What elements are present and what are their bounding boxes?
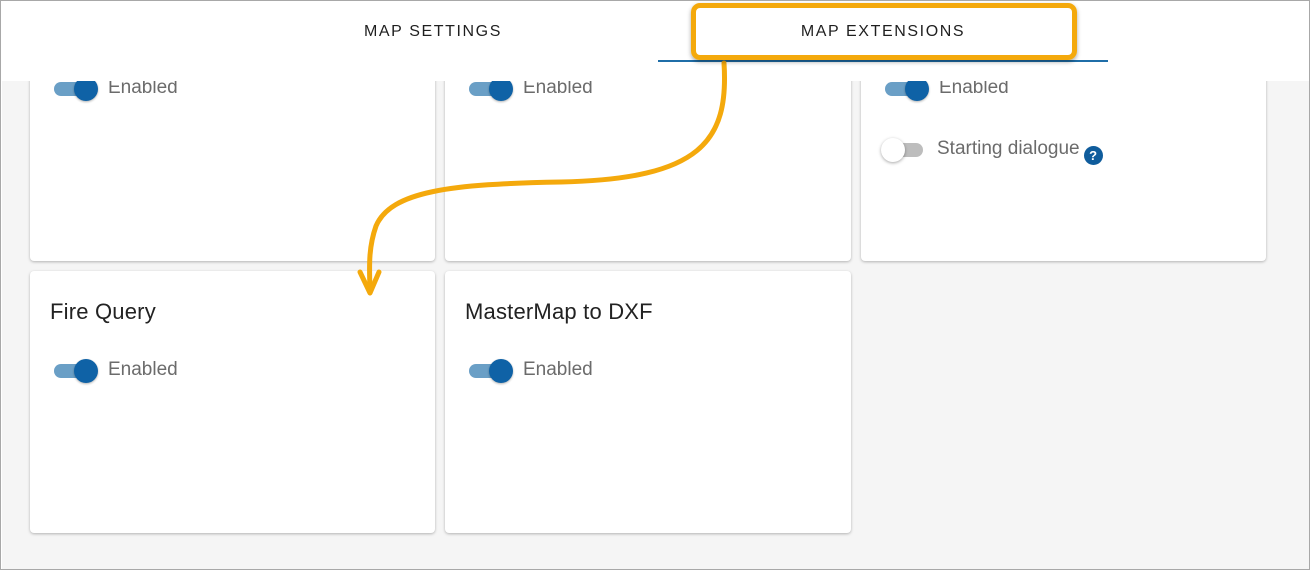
tab-bar: MAP SETTINGS MAP EXTENSIONS <box>2 2 1309 81</box>
tab-map-extensions[interactable]: MAP EXTENSIONS <box>800 23 966 40</box>
enabled-switch[interactable] <box>467 357 513 383</box>
extensions-content: Enabled Enabled Enabled <box>2 71 1309 569</box>
card-title: Fire Query <box>50 299 156 324</box>
extension-card-2: Enabled <box>445 71 851 261</box>
starting-dialogue-label: Starting dialogue <box>937 137 1080 159</box>
enabled-toggle-row: Enabled <box>467 357 593 383</box>
mastermap-to-dxf-card: MasterMap to DXF Enabled <box>445 271 851 533</box>
enabled-label: Enabled <box>108 77 178 98</box>
extension-card-1: Enabled <box>30 71 435 261</box>
card-title: MasterMap to DXF <box>465 299 653 324</box>
enabled-label: Enabled <box>523 359 593 380</box>
enabled-switch[interactable] <box>52 357 98 383</box>
fire-query-card: Fire Query Enabled <box>30 271 435 533</box>
question-circle-icon[interactable]: ? <box>1083 146 1103 165</box>
switch-thumb <box>74 77 98 101</box>
active-tab-indicator <box>658 60 1108 62</box>
enabled-label: Enabled <box>939 77 1009 98</box>
starting-dialogue-switch[interactable] <box>881 136 927 162</box>
tab-map-settings[interactable]: MAP SETTINGS <box>363 23 503 40</box>
switch-thumb <box>881 137 905 162</box>
switch-thumb <box>905 77 929 101</box>
enabled-toggle-row: Enabled <box>52 75 178 101</box>
enabled-label: Enabled <box>108 359 178 380</box>
switch-thumb <box>74 359 98 383</box>
enabled-toggle-row: Enabled <box>52 357 178 383</box>
enabled-switch[interactable] <box>883 75 929 101</box>
starting-dialogue-toggle-row: Starting dialogue ? <box>881 132 1103 165</box>
enabled-toggle-row: Enabled <box>883 75 1009 101</box>
switch-thumb <box>489 359 513 383</box>
extension-card-3: Enabled Starting dialogue ? <box>861 71 1266 261</box>
enabled-switch[interactable] <box>52 75 98 101</box>
